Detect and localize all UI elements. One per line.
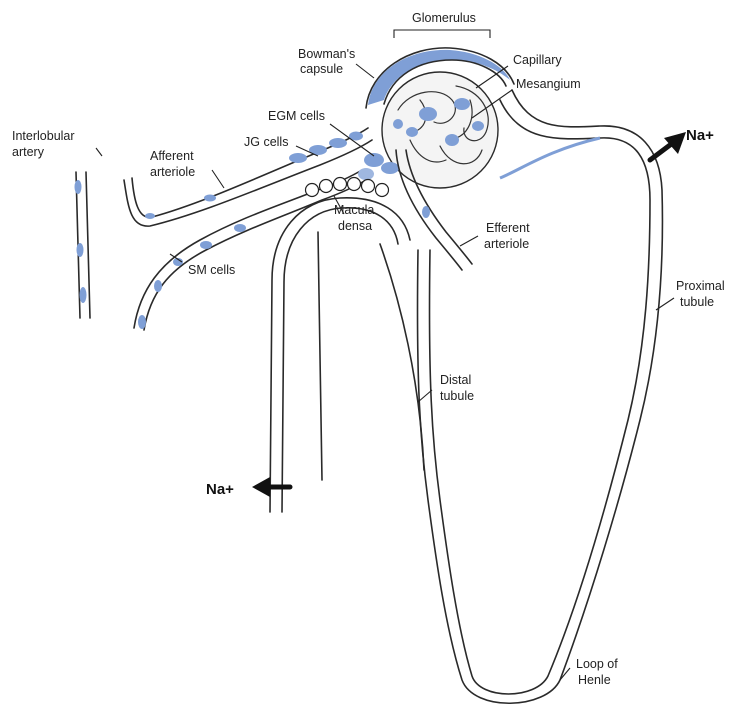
label-bowmans-capsule-2: capsule — [300, 62, 343, 76]
label-efferent-arteriole-2: arteriole — [484, 237, 529, 251]
label-afferent-arteriole-1: Afferent — [150, 149, 194, 163]
arrow-up-right-icon — [650, 132, 686, 160]
blue-cell — [234, 224, 246, 232]
mesangium-cell — [419, 107, 437, 121]
mesangium-cell — [454, 98, 470, 110]
macula-densa-cells — [306, 178, 389, 197]
label-macula-densa-2: densa — [338, 219, 372, 233]
sm-cells-vessel — [134, 170, 366, 330]
label-afferent-arteriole-2: arteriole — [150, 165, 195, 179]
interlobular-artery — [75, 172, 91, 318]
blue-cell — [204, 195, 216, 202]
label-glomerulus: Glomerulus — [412, 11, 476, 25]
label-interlobular-artery-2: artery — [12, 145, 45, 159]
blue-cell — [200, 241, 212, 249]
labels: Glomerulus Bowman's capsule Capillary Me… — [12, 11, 725, 687]
label-efferent-arteriole-1: Efferent — [486, 221, 530, 235]
blue-cell — [138, 315, 146, 329]
blue-cell — [75, 180, 82, 194]
label-distal-tubule-1: Distal — [440, 373, 471, 387]
label-na-plus-left: Na+ — [206, 481, 234, 498]
blue-cell — [77, 243, 84, 257]
label-loop-of-henle-1: Loop of — [576, 657, 618, 671]
label-loop-of-henle-2: Henle — [578, 673, 611, 687]
blue-cell — [154, 280, 162, 292]
label-macula-densa-1: Macula — [334, 203, 374, 217]
label-capillary: Capillary — [513, 53, 562, 67]
label-bowmans-capsule-1: Bowman's — [298, 47, 355, 61]
label-proximal-tubule-2: tubule — [680, 295, 714, 309]
label-na-plus-right: Na+ — [686, 127, 714, 144]
mesangium-cell — [406, 127, 418, 137]
mesangium-cell — [393, 119, 403, 129]
label-interlobular-artery-1: Interlobular — [12, 129, 75, 143]
mesangium-cell — [445, 134, 459, 146]
label-distal-tubule-2: tubule — [440, 389, 474, 403]
blue-cell — [329, 138, 347, 148]
label-sm-cells: SM cells — [188, 263, 235, 277]
blue-cell — [289, 153, 307, 163]
label-proximal-tubule-1: Proximal — [676, 279, 725, 293]
blue-cell — [145, 213, 155, 219]
label-egm-cells: EGM cells — [268, 109, 325, 123]
label-jg-cells: JG cells — [244, 135, 288, 149]
label-mesangium: Mesangium — [516, 77, 581, 91]
blue-cell — [80, 287, 87, 303]
mesangium-cell — [472, 121, 484, 131]
distal-tubule — [270, 198, 424, 512]
